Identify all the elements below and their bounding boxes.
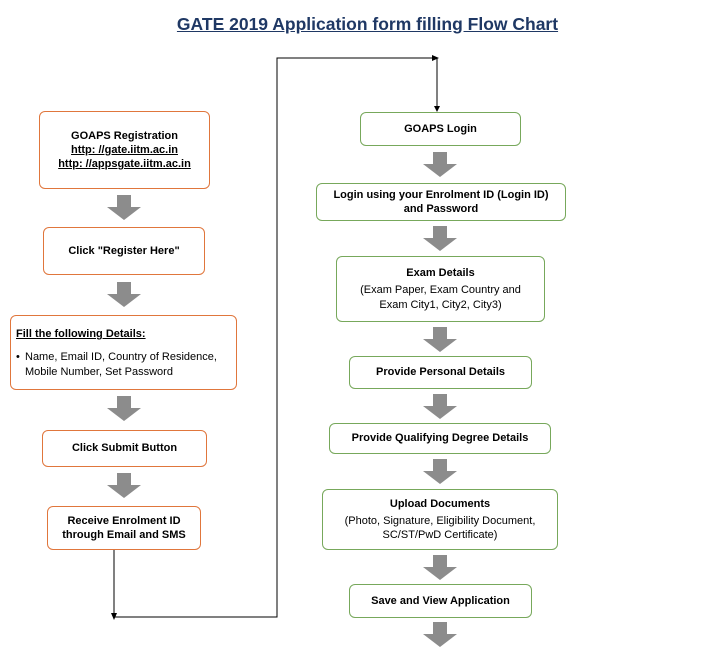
bullet-icon: • [16, 351, 20, 364]
arrowhead-right [432, 55, 439, 61]
submit-label: Click Submit Button [71, 442, 178, 455]
exam-details-box: Exam Details (Exam Paper, Exam Country a… [336, 256, 545, 322]
down-arrow [107, 195, 141, 220]
down-arrow [423, 622, 457, 647]
down-arrow [423, 459, 457, 484]
page-title: GATE 2019 Application form filling Flow … [176, 14, 559, 34]
save-view-label: Save and View Application [371, 594, 510, 607]
registration-heading: GOAPS Registration [71, 129, 178, 142]
login-using-line2: and Password [403, 203, 479, 215]
down-arrow [107, 396, 141, 421]
down-arrow [423, 152, 457, 177]
personal-details-label: Provide Personal Details [376, 366, 505, 379]
receive-line1: Receive Enrolment ID [67, 514, 181, 527]
gate-link[interactable]: http: //gate.iitm.ac.in [71, 143, 178, 156]
save-view-box: Save and View Application [349, 584, 532, 618]
register-here-box: Click "Register Here" [43, 227, 205, 275]
connector-line [113, 57, 438, 618]
fill-details-box: Fill the following Details: • Name, Emai… [10, 315, 237, 390]
login-using-line1: Login using your Enrolment ID (Login ID) [333, 188, 549, 201]
down-arrow [423, 226, 457, 251]
login-label: GOAPS Login [404, 122, 477, 135]
submit-button-box: Click Submit Button [42, 430, 207, 467]
arrowhead-down [434, 106, 440, 112]
details-item-line2: Mobile Number, Set Password [25, 365, 173, 378]
login-using-box: Login using your Enrolment ID (Login ID)… [316, 183, 566, 221]
upload-heading: Upload Documents [389, 497, 491, 510]
fill-details-heading: Fill the following Details: [16, 328, 146, 340]
down-arrow [107, 473, 141, 498]
qualifying-degree-label: Provide Qualifying Degree Details [351, 432, 529, 445]
exam-details-line2: Exam City1, City2, City3) [379, 298, 502, 311]
details-bullet-item: • Name, Email ID, Country of Residence, … [16, 350, 217, 379]
down-arrow [423, 555, 457, 580]
qualifying-degree-box: Provide Qualifying Degree Details [329, 423, 551, 454]
upload-line1: (Photo, Signature, Eligibility Document, [344, 514, 536, 527]
appsgate-link[interactable]: http: //appsgate.iitm.ac.in [58, 158, 191, 171]
details-item-line1: Name, Email ID, Country of Residence, [25, 351, 217, 364]
receive-enrolment-box: Receive Enrolment ID through Email and S… [47, 506, 201, 550]
exam-details-line1: (Exam Paper, Exam Country and [360, 284, 521, 297]
receive-line2: through Email and SMS [62, 529, 186, 541]
personal-details-box: Provide Personal Details [349, 356, 532, 389]
down-arrow [423, 327, 457, 352]
upload-documents-box: Upload Documents (Photo, Signature, Elig… [322, 489, 558, 550]
register-here-label: Click "Register Here" [68, 244, 180, 257]
down-arrow [107, 282, 141, 307]
goaps-login-box: GOAPS Login [360, 112, 521, 146]
exam-details-heading: Exam Details [406, 267, 475, 280]
upload-line2: SC/ST/PwD Certificate) [382, 529, 498, 542]
down-arrow [423, 394, 457, 419]
goaps-registration-box: GOAPS Registration http: //gate.iitm.ac.… [39, 111, 210, 189]
down-arrows [107, 152, 457, 647]
arrowhead-down [111, 613, 117, 620]
